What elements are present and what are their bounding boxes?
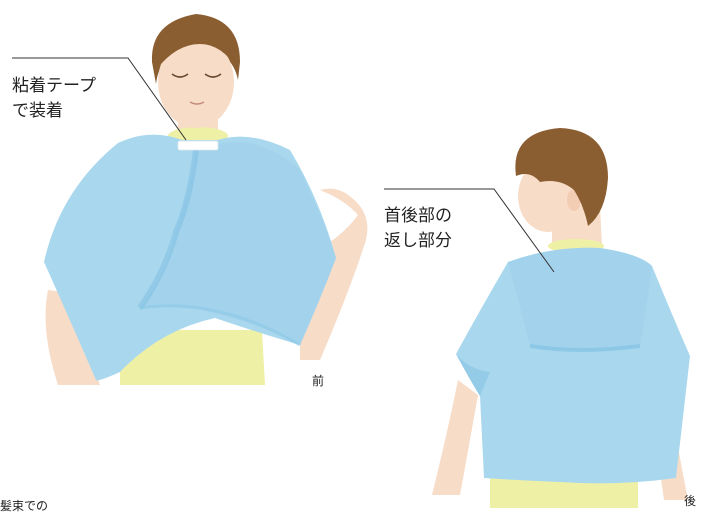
front-callout-line — [12, 57, 187, 141]
back-hair — [515, 128, 608, 226]
front-callout-line-1: 粘着テープ — [12, 76, 96, 96]
back-callout-line-2: 返し部分 — [384, 231, 452, 251]
back-callout-line — [384, 188, 555, 273]
front-callout-label: 粘着テープ で装着 — [12, 74, 96, 124]
front-shirt — [120, 330, 265, 385]
front-left-arm — [45, 290, 100, 385]
front-face — [158, 36, 234, 128]
neck-flap-edge — [529, 344, 641, 352]
front-flap-edge — [137, 149, 199, 310]
front-caption: 前 — [312, 374, 325, 388]
back-callout-label: 首後部の 返し部分 — [384, 204, 452, 254]
back-figure — [384, 128, 690, 508]
front-flap-bottom-edge — [139, 304, 301, 347]
back-callout-line-1: 首後部の — [384, 206, 452, 226]
cut-off-text: 髪束での — [0, 499, 49, 513]
front-callout-line-2: で装着 — [12, 101, 63, 121]
front-right-eye — [204, 73, 222, 78]
neck-return-flap — [508, 247, 652, 352]
front-right-arm — [300, 188, 368, 360]
back-caption: 後 — [684, 494, 697, 508]
front-hair-fringe — [156, 24, 238, 70]
front-left-eye — [171, 73, 189, 78]
back-side-fold — [456, 354, 490, 396]
front-figure — [12, 14, 368, 385]
front-mouth — [189, 101, 205, 105]
adhesive-tape — [177, 140, 219, 151]
back-left-arm — [432, 380, 478, 495]
